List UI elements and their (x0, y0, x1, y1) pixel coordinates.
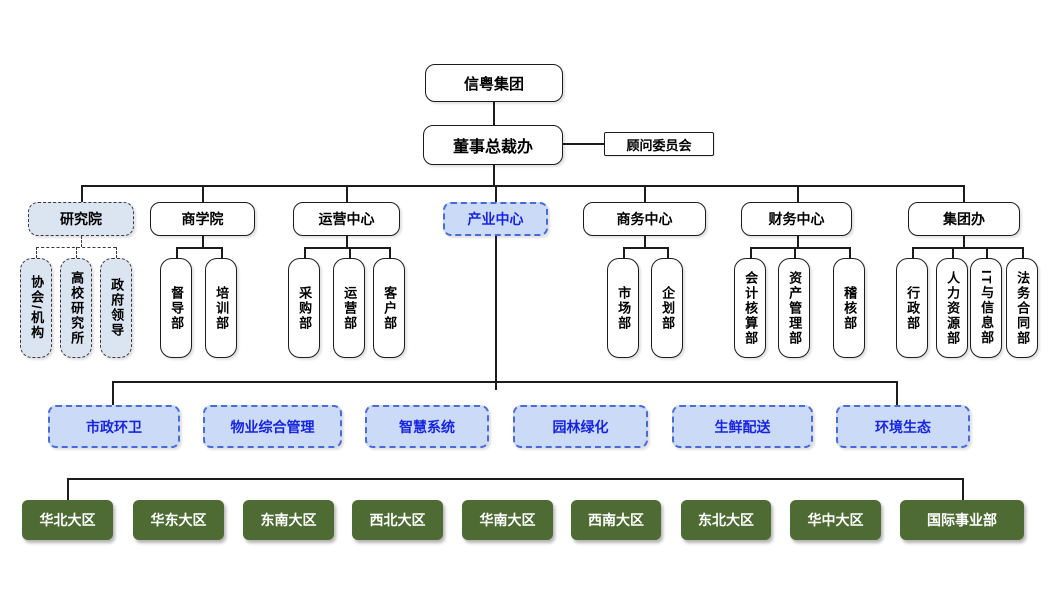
connector-school-bus (176, 247, 221, 249)
connector-school-drop-1 (176, 247, 178, 258)
connector-group-bus (912, 247, 1022, 249)
node-commerce-center: 商务中心 (583, 202, 706, 236)
node-legal-contract-dept: 法务合同部 (1006, 258, 1038, 358)
connector-research-drop-1 (36, 247, 37, 258)
node-admin-dept: 行政部 (896, 258, 928, 358)
node-audit-dept: 稽核部 (833, 258, 865, 358)
connector-drop-operations (346, 185, 348, 202)
connector-group-drop-2 (952, 247, 954, 258)
connector-ops-bus (304, 247, 389, 249)
node-operations-center: 运营中心 (293, 202, 400, 236)
node-group-office: 集团办 (908, 202, 1020, 236)
connector-region-drop-right (962, 478, 964, 500)
connector-group-feed (963, 236, 965, 247)
node-landscaping: 园林绿化 (513, 405, 648, 448)
node-procurement-dept: 采购部 (288, 258, 320, 358)
node-business-school: 商学院 (150, 202, 255, 236)
node-intl-business-dept: 国际事业部 (900, 500, 1024, 540)
node-property-mgmt: 物业综合管理 (203, 405, 342, 448)
connector-ops-drop-3 (389, 247, 391, 258)
connector-drop-finance (797, 185, 799, 202)
connector-commerce-feed (644, 236, 646, 247)
connector-school-feed (202, 236, 204, 247)
node-industry-center: 产业中心 (443, 202, 548, 236)
connector-exec-bus (493, 165, 495, 185)
connector-region-drop-left (67, 478, 69, 500)
node-executive-office: 董事总裁办 (423, 125, 563, 165)
connector-drop-school (202, 185, 204, 202)
node-region-central-china: 华中大区 (790, 500, 881, 540)
node-asset-mgmt-dept: 资产管理部 (778, 258, 810, 358)
node-university-institute: 高校研究所 (60, 258, 92, 358)
node-training-dept: 培训部 (205, 258, 237, 358)
connector-exec-advisory (563, 143, 604, 145)
node-planning-dept: 企划部 (651, 258, 683, 358)
connector-commerce-drop-2 (667, 247, 669, 258)
connector-research-feed (81, 236, 82, 247)
connector-ops-drop-1 (304, 247, 306, 258)
node-supervision-dept: 督导部 (160, 258, 192, 358)
connector-drop-research (81, 185, 83, 202)
node-accounting-dept: 会计核算部 (734, 258, 766, 358)
node-fresh-delivery: 生鲜配送 (672, 405, 813, 448)
connector-ops-drop-2 (349, 247, 351, 258)
connector-drop-group-office (963, 185, 965, 202)
connector-industry-bus (112, 381, 896, 383)
connector-school-drop-2 (221, 247, 223, 258)
connector-root-exec (493, 102, 495, 125)
connector-finance-drop-2 (794, 247, 796, 258)
node-it-info-dept: IT与信息部 (970, 258, 1002, 358)
node-research-institute: 研究院 (28, 202, 134, 236)
connector-finance-drop-3 (849, 247, 851, 258)
node-association-org: 协会/机构 (20, 258, 52, 358)
connector-industry-drop-right (896, 381, 898, 405)
node-region-northeast: 东北大区 (681, 500, 771, 540)
node-region-southwest: 西南大区 (571, 500, 661, 540)
node-hr-dept: 人力资源部 (936, 258, 968, 358)
connector-finance-bus (750, 247, 849, 249)
connector-commerce-drop-1 (623, 247, 625, 258)
node-region-south-china: 华南大区 (462, 500, 553, 540)
connector-industry-drop-left (112, 381, 114, 405)
connector-group-drop-1 (912, 247, 914, 258)
node-region-southeast: 东南大区 (243, 500, 334, 540)
connector-research-drop-2 (76, 247, 77, 258)
node-advisory-committee: 顾问委员会 (604, 132, 714, 156)
node-customer-dept: 客户部 (373, 258, 405, 358)
connector-finance-feed (797, 236, 799, 247)
connector-ops-feed (346, 236, 348, 247)
node-government-liaison: 政府领导 (100, 258, 132, 358)
node-region-east-china: 华东大区 (133, 500, 224, 540)
node-marketing-dept: 市场部 (607, 258, 639, 358)
connector-drop-commerce (644, 185, 646, 202)
node-finance-center: 财务中心 (741, 202, 852, 236)
connector-industry-feed (495, 236, 497, 390)
node-smart-systems: 智慧系统 (365, 405, 489, 448)
connector-commerce-bus (623, 247, 667, 249)
node-region-north-china: 华北大区 (22, 500, 113, 540)
connector-research-drop-3 (116, 247, 117, 258)
connector-region-bus (67, 478, 962, 480)
node-region-northwest: 西北大区 (352, 500, 443, 540)
connector-bus-level2 (81, 185, 963, 187)
connector-finance-drop-1 (750, 247, 752, 258)
connector-drop-industry (495, 185, 497, 202)
connector-group-drop-4 (1022, 247, 1024, 258)
node-eco-environment: 环境生态 (836, 405, 970, 448)
node-operations-dept: 运营部 (333, 258, 365, 358)
node-municipal-sanitation: 市政环卫 (48, 405, 180, 448)
node-group-root: 信粤集团 (425, 64, 563, 102)
connector-group-drop-3 (986, 247, 988, 258)
